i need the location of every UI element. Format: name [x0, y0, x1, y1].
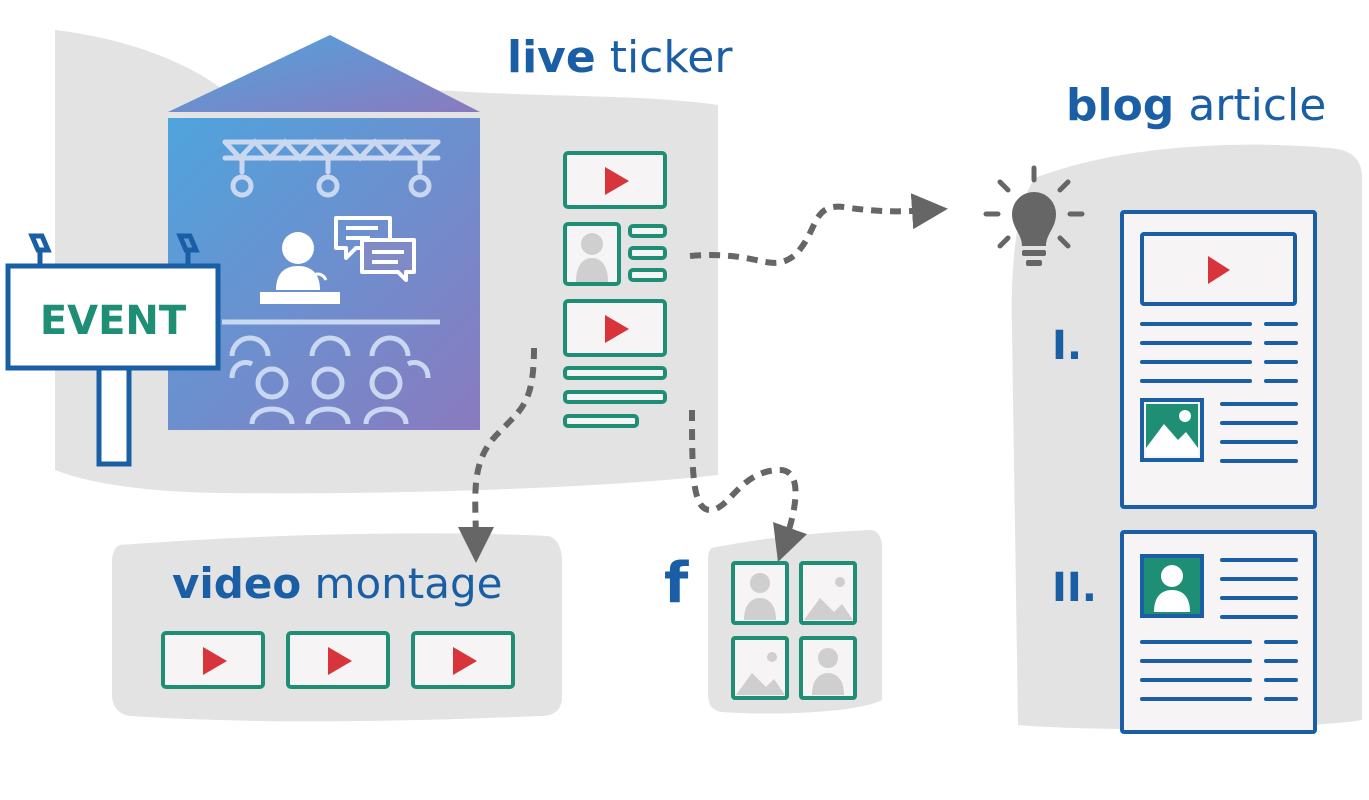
sign-hook-left: [28, 233, 52, 266]
live-ticker-label: live ticker: [507, 36, 732, 80]
lightbulb-icon: [983, 165, 1085, 266]
blog-text-lines: [1140, 322, 1298, 463]
blog-page-two: [1120, 530, 1317, 734]
image-icon: [804, 577, 853, 620]
sign-board: [5, 263, 221, 371]
play-icon: [203, 647, 227, 675]
live-ticker-label-bold: live: [507, 32, 596, 83]
blog-page-one: [1120, 210, 1317, 509]
video-montage-label-bold: video: [172, 559, 302, 608]
arrow-to-video-montage: [457, 347, 537, 563]
truss-icon: [222, 138, 441, 198]
flow-arrows: [457, 193, 948, 563]
person-icon: [744, 573, 776, 620]
facebook-photo-grid: [731, 561, 857, 700]
play-icon: [328, 647, 352, 675]
live-ticker-label-light: ticker: [609, 32, 733, 83]
ticker-text-line: [563, 366, 667, 380]
podium-icon: [260, 292, 340, 304]
microphone-icon: [306, 272, 328, 281]
audience-icon: [229, 335, 431, 425]
event-sign: EVENT: [5, 233, 221, 467]
video-montage-clips: [161, 631, 515, 689]
sign-hook-right: [176, 233, 200, 266]
stage-roof: [168, 35, 480, 112]
live-ticker-stream: [563, 151, 667, 428]
ticker-text-line: [563, 390, 667, 404]
video-montage-label-light: montage: [314, 559, 503, 608]
ticker-text-line: [628, 268, 667, 282]
ticker-text-line: [628, 246, 667, 260]
blog-article-label-light: article: [1188, 80, 1327, 131]
person-icon: [812, 648, 844, 695]
ticker-text-line: [563, 414, 639, 428]
person-icon: [576, 233, 608, 282]
facebook-icon: f: [664, 551, 689, 616]
arrow-to-blog: [689, 193, 948, 266]
play-icon: [1208, 256, 1230, 284]
arrow-to-facebook: [689, 409, 807, 562]
blog-article-label-bold: blog: [1066, 80, 1175, 131]
blog-article-label: blog article: [1066, 84, 1326, 128]
event-sign-label: EVENT: [40, 298, 187, 344]
event-stage: [168, 35, 480, 430]
blog-section-numeral: I.: [1052, 323, 1083, 369]
speaker-person-icon: [276, 232, 320, 290]
play-icon: [453, 647, 477, 675]
play-icon: [605, 167, 629, 195]
ticker-text-line: [628, 224, 667, 238]
blog-section-numeral: II.: [1052, 565, 1097, 611]
sign-post: [96, 363, 132, 467]
blog-text-lines: [1140, 558, 1298, 701]
image-icon: [736, 652, 785, 695]
speech-bubbles-icon: [334, 216, 416, 282]
video-montage-label: video montage: [172, 563, 502, 605]
play-icon: [605, 315, 629, 343]
